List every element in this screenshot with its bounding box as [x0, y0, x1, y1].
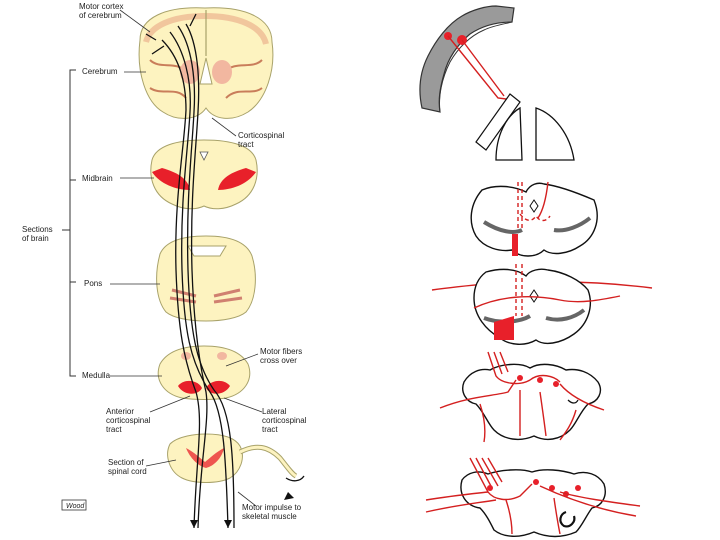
medulla-schematic — [440, 352, 604, 442]
midbrain-schematic — [471, 182, 597, 256]
sections-bracket — [62, 70, 76, 376]
label-pons: Pons — [84, 279, 102, 288]
cortex-schematic — [420, 6, 574, 160]
midbrain-section — [151, 140, 257, 209]
spinal-cord-section — [168, 434, 304, 483]
spinal-cord-schematic — [426, 458, 640, 537]
label-cerebrum: Cerebrum — [82, 67, 118, 76]
cerebrum-section — [139, 8, 273, 119]
pons-section — [157, 236, 256, 321]
pons-schematic — [432, 264, 652, 344]
label-medulla: Medulla — [82, 371, 111, 380]
right-schematic-panel — [420, 6, 652, 537]
label-midbrain: Midbrain — [82, 174, 113, 183]
credit-label: Wood — [66, 503, 85, 510]
